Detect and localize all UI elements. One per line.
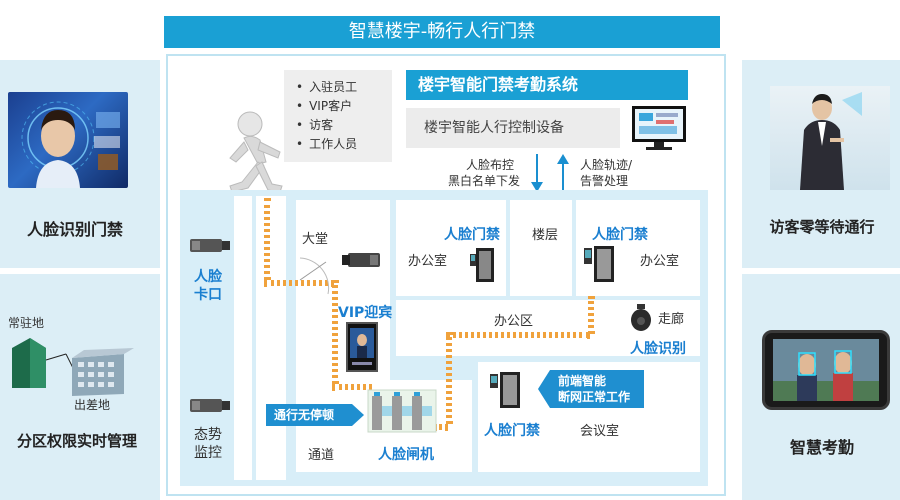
face-checkpoint-label-1: 人脸: [194, 269, 222, 285]
buildings-icon: [12, 338, 134, 396]
office-left-label: 办公室: [408, 254, 448, 269]
attendance-screen-graphic: [773, 339, 879, 401]
situation-label-2: 监控: [194, 445, 222, 461]
nonstop-callout: 通行无停顿: [266, 404, 352, 426]
face-recognition-photo: [8, 92, 128, 188]
personnel-item: 工作人员: [296, 135, 357, 154]
door-access-icon: [488, 370, 522, 410]
vip-welcome-label: VIP迎宾: [338, 305, 393, 321]
left-panel-divider: [0, 268, 160, 274]
arrow-down-icon: [530, 154, 544, 192]
attendance-terminal: [762, 330, 890, 410]
path-to-checkpoint: [264, 198, 270, 280]
resident-label: 常驻地: [8, 316, 45, 330]
attendance-title: 智慧考勤: [789, 438, 854, 457]
up-label-2: 告警处理: [580, 174, 629, 188]
floor-label: 楼层: [532, 228, 559, 243]
partition-title: 分区权限实时管理: [16, 432, 137, 450]
down-label-1: 人脸布控: [466, 158, 515, 172]
offline-callout: 前端智能 断网正常工作: [550, 370, 644, 408]
door-access-icon: [468, 246, 498, 284]
offline-callout-line-1: 前端智能: [558, 374, 607, 388]
visitor-photo: [770, 86, 890, 190]
partition-graphic: [4, 298, 154, 408]
meeting-room-label: 会议室: [580, 424, 620, 439]
down-label-2: 黑白名单下发: [448, 174, 521, 188]
callout-arrow-icon: [538, 370, 550, 408]
face-gate-icon: [366, 386, 438, 436]
dome-camera-icon: [630, 304, 652, 332]
arrow-up-icon: [556, 154, 570, 192]
personnel-item: VIP客户: [296, 97, 357, 116]
path-to-gate: [332, 384, 372, 390]
face-door-left-label: 人脸门禁: [444, 227, 500, 243]
up-label-1: 人脸轨迹/: [580, 158, 633, 172]
face-gate-label: 人脸闸机: [378, 447, 434, 463]
visitor-person-icon: [800, 92, 862, 190]
path-office-area: [446, 332, 590, 338]
vip-screen-icon: [346, 322, 378, 372]
door-access-icon: [582, 244, 618, 284]
path-lobby-down: [332, 280, 338, 384]
passage-label: 通道: [308, 448, 335, 463]
revolving-door-icon: [298, 256, 332, 304]
walking-person-icon: [222, 104, 292, 204]
offline-callout-line-2: 断网正常工作: [558, 390, 631, 404]
camera-icon: [188, 236, 232, 256]
face-access-title: 人脸识别门禁: [26, 220, 123, 239]
situation-label-1: 态势: [194, 427, 222, 443]
path-right-up: [588, 296, 594, 334]
business-trip-label: 出差地: [74, 398, 111, 412]
right-panel-divider: [742, 268, 900, 274]
face-door-meeting-label: 人脸门禁: [484, 423, 540, 439]
personnel-item: 访客: [296, 116, 357, 135]
office-right-label: 办公室: [640, 254, 680, 269]
face-door-right-label: 人脸门禁: [592, 227, 648, 243]
visitor-title: 访客零等待通行: [769, 218, 875, 236]
system-device: 楼宇智能人行控制设备: [406, 108, 620, 148]
system-title: 楼宇智能门禁考勤系统: [406, 70, 688, 100]
face-scan-graphic: [21, 101, 120, 188]
camera-icon: [188, 396, 232, 416]
main-title: 智慧楼宇-畅行人行门禁: [164, 16, 720, 48]
face-checkpoint-label-2: 卡口: [194, 287, 222, 303]
entry-column: [256, 196, 286, 480]
checkpoint-column: [234, 196, 252, 480]
monitor-icon: [630, 104, 688, 152]
lobby-label: 大堂: [302, 232, 329, 247]
corridor-label: 走廊: [658, 312, 685, 327]
personnel-list: 入驻员工 VIP客户 访客 工作人员: [296, 78, 357, 154]
face-recognition-label: 人脸识别: [630, 341, 686, 357]
camera-icon: [340, 250, 384, 272]
office-area-label: 办公区: [494, 314, 534, 329]
floor-corridor: [510, 200, 572, 296]
path-after-gate: [446, 332, 452, 424]
callout-arrow-icon: [352, 404, 364, 426]
personnel-item: 入驻员工: [296, 78, 357, 97]
